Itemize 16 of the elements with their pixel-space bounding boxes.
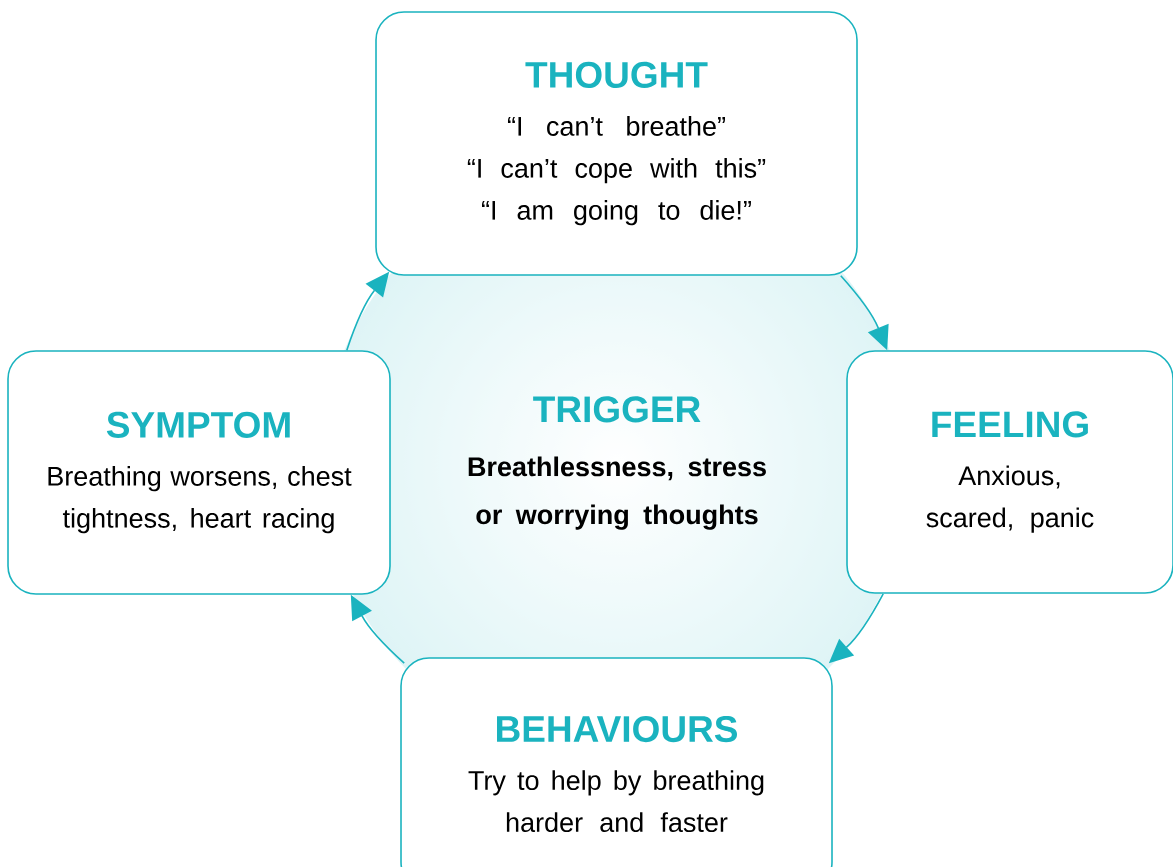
description: “I can’t breathe” (508, 116, 725, 136)
process-box (400, 657, 833, 867)
description: Breathing worsens, chest tightness, heart racing (48, 466, 352, 534)
process-box (7, 350, 391, 595)
heading: FEELING (932, 411, 1088, 438)
description: Anxious, scared, panic (926, 465, 1094, 533)
process-box (846, 350, 1173, 594)
heading: THOUGHT (525, 61, 708, 88)
heading: TRIGGER (533, 396, 701, 423)
description: “I am going to die!” (482, 200, 751, 226)
heading: SYMPTOM (106, 411, 290, 438)
description: Breathlessness, stress or worrying thoughts (468, 456, 766, 530)
heading: BEHAVIOURS (497, 715, 737, 743)
description: “I can’t cope with this” (467, 158, 766, 184)
description: Try to help by breathing harder and faster (468, 770, 764, 833)
process-box (375, 11, 858, 276)
